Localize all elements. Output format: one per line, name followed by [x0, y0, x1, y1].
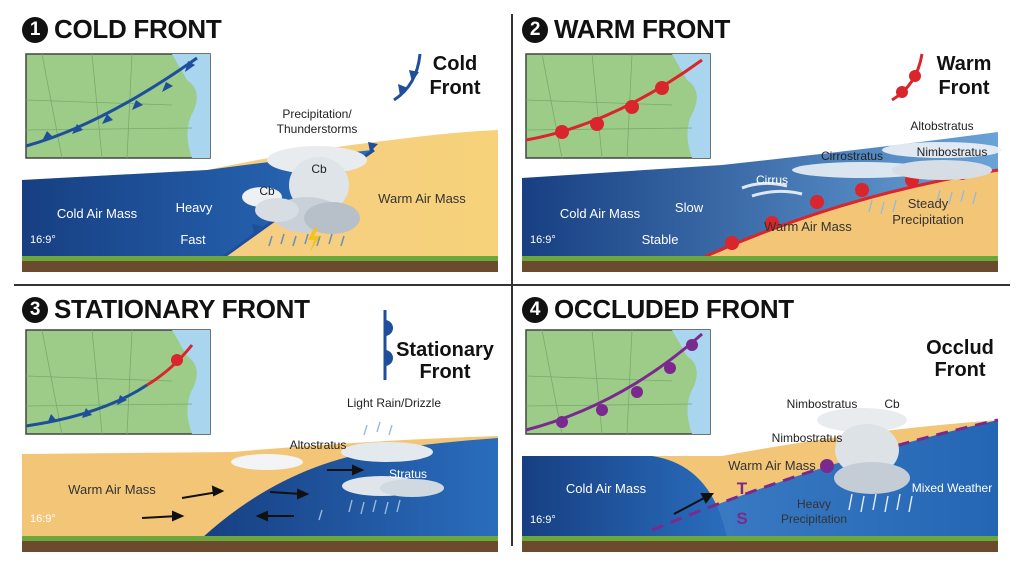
horizontal-divider [14, 284, 1010, 286]
ratio-label: 16:9° [30, 513, 56, 525]
panel-number: 1 [22, 16, 48, 43]
rain [848, 493, 913, 513]
legend-line-1: Cold [433, 53, 477, 75]
cumulonimbus-cloud [242, 146, 367, 234]
vertical-divider [511, 14, 513, 546]
legend-line-1: Stationary [396, 339, 495, 361]
panel-title: 2 WARM FRONT [522, 14, 730, 45]
warm-air-label: Warm Air Mass [68, 482, 156, 497]
stratus-label: Stratus [389, 467, 427, 481]
ratio-label: 16:9° [30, 234, 56, 246]
panel-occluded-front: 4 OCCLUDED FRONT Occlud Front [522, 290, 1002, 560]
ground [22, 261, 498, 272]
panel-stationary-front: 3 STATIONARY FRONT Stationary Front [22, 290, 502, 560]
stable-label: Stable [642, 232, 679, 247]
panel-title: 1 COLD FRONT [22, 14, 222, 45]
rain [268, 233, 345, 247]
cb-label: Cb [884, 397, 900, 411]
warm-front-legend-symbol [891, 53, 924, 102]
legend-line-1: Occlud [926, 337, 994, 359]
nimbostratus-mid-label: Nimbostratus [772, 431, 843, 445]
stationary-front-scene: Stationary Front Light Rain/Drizzle Alto… [22, 310, 498, 552]
cumulonimbus-cloud [817, 408, 910, 494]
cold-air-mass-right [652, 420, 998, 538]
clouds [231, 442, 444, 497]
panel-title-text: WARM FRONT [554, 14, 731, 44]
inset-map [525, 53, 711, 159]
ratio-label: 16:9° [530, 234, 556, 246]
ground [522, 261, 998, 272]
clouds [741, 142, 1002, 198]
t-label: T [737, 479, 748, 498]
stationary-front-legend-symbol [383, 310, 393, 380]
inset-map [25, 329, 211, 435]
panel-title: 4 OCCLUDED FRONT [522, 294, 794, 325]
fast-label: Fast [180, 232, 206, 247]
light-rain-label: Light Rain/Drizzle [347, 396, 441, 410]
nimbostratus-label: Nimbostratus [917, 145, 988, 159]
s-label: S [736, 509, 747, 528]
steady-label-2: Precipitation [892, 212, 964, 227]
rain [868, 189, 977, 215]
panel-number: 4 [522, 296, 548, 323]
cold-front-scene: Cold Front Precipitation/ Thunderstorms … [22, 53, 498, 272]
legend-line-2: Front [419, 361, 470, 383]
precip-label-1: Precipitation/ [282, 107, 352, 121]
occluded-front-scene: Occlud Front Nimbostratus Cb Nimbostratu… [522, 329, 999, 552]
panel-title-text: STATIONARY FRONT [54, 294, 310, 324]
cold-air-mass [22, 150, 372, 258]
precip-label-2: Thunderstorms [277, 122, 358, 136]
ratio-label: 16:9° [530, 514, 556, 526]
cold-air-label: Cold Air Mass [560, 206, 641, 221]
rain [318, 421, 401, 521]
panel-title-text: OCCLUDED FRONT [554, 294, 794, 324]
cold-front-legend-symbol [393, 53, 422, 102]
warm-front-scene: Warm Front Altobstratus Cirrostratus Nim… [522, 53, 1002, 272]
slow-label: Slow [675, 200, 704, 215]
legend-line-1: Warm [937, 53, 992, 75]
cirrus-label: Cirrus [756, 173, 788, 187]
panel-cold-front: 1 COLD FRONT Cold Front [22, 10, 502, 280]
warm-air-mass [702, 170, 998, 258]
warm-air-label: Warm Air Mass [764, 219, 852, 234]
altostratus-label: Altobstratus [910, 119, 973, 133]
wind-arrow [673, 493, 714, 515]
inset-map [525, 329, 711, 435]
wind-arrows [141, 464, 365, 522]
heavy-label-2: Precipitation [781, 512, 847, 526]
legend-line-2: Front [938, 77, 989, 99]
steady-label-1: Steady [908, 196, 949, 211]
legend-line-2: Front [429, 77, 480, 99]
panel-title-text: COLD FRONT [54, 14, 222, 44]
panel-number: 2 [522, 16, 548, 43]
nimbostratus-top-label: Nimbostratus [787, 397, 858, 411]
panel-number: 3 [22, 296, 48, 323]
cb-label-top: Cb [311, 162, 327, 176]
warm-air-label: Warm Air Mass [728, 458, 816, 473]
cold-air-mass-left [522, 456, 727, 538]
cirrostratus-label: Cirrostratus [821, 149, 883, 163]
altostratus-label: Altostratus [290, 438, 347, 452]
cb-label-small: Cb [259, 184, 275, 198]
ground [22, 541, 498, 552]
legend-line-2: Front [934, 359, 985, 381]
panel-title: 3 STATIONARY FRONT [22, 294, 310, 325]
warm-air-label: Warm Air Mass [378, 191, 466, 206]
heavy-label-1: Heavy [797, 497, 831, 511]
lightning-icon [308, 228, 320, 252]
mixed-weather-label: Mixed Weather [912, 481, 992, 495]
panel-warm-front: 2 WARM FRONT Warm Front [522, 10, 1002, 280]
inset-map [25, 53, 211, 159]
cold-air-label: Cold Air Mass [566, 481, 647, 496]
cold-air-label: Cold Air Mass [57, 206, 138, 221]
ground [522, 541, 998, 552]
heavy-label: Heavy [176, 200, 213, 215]
